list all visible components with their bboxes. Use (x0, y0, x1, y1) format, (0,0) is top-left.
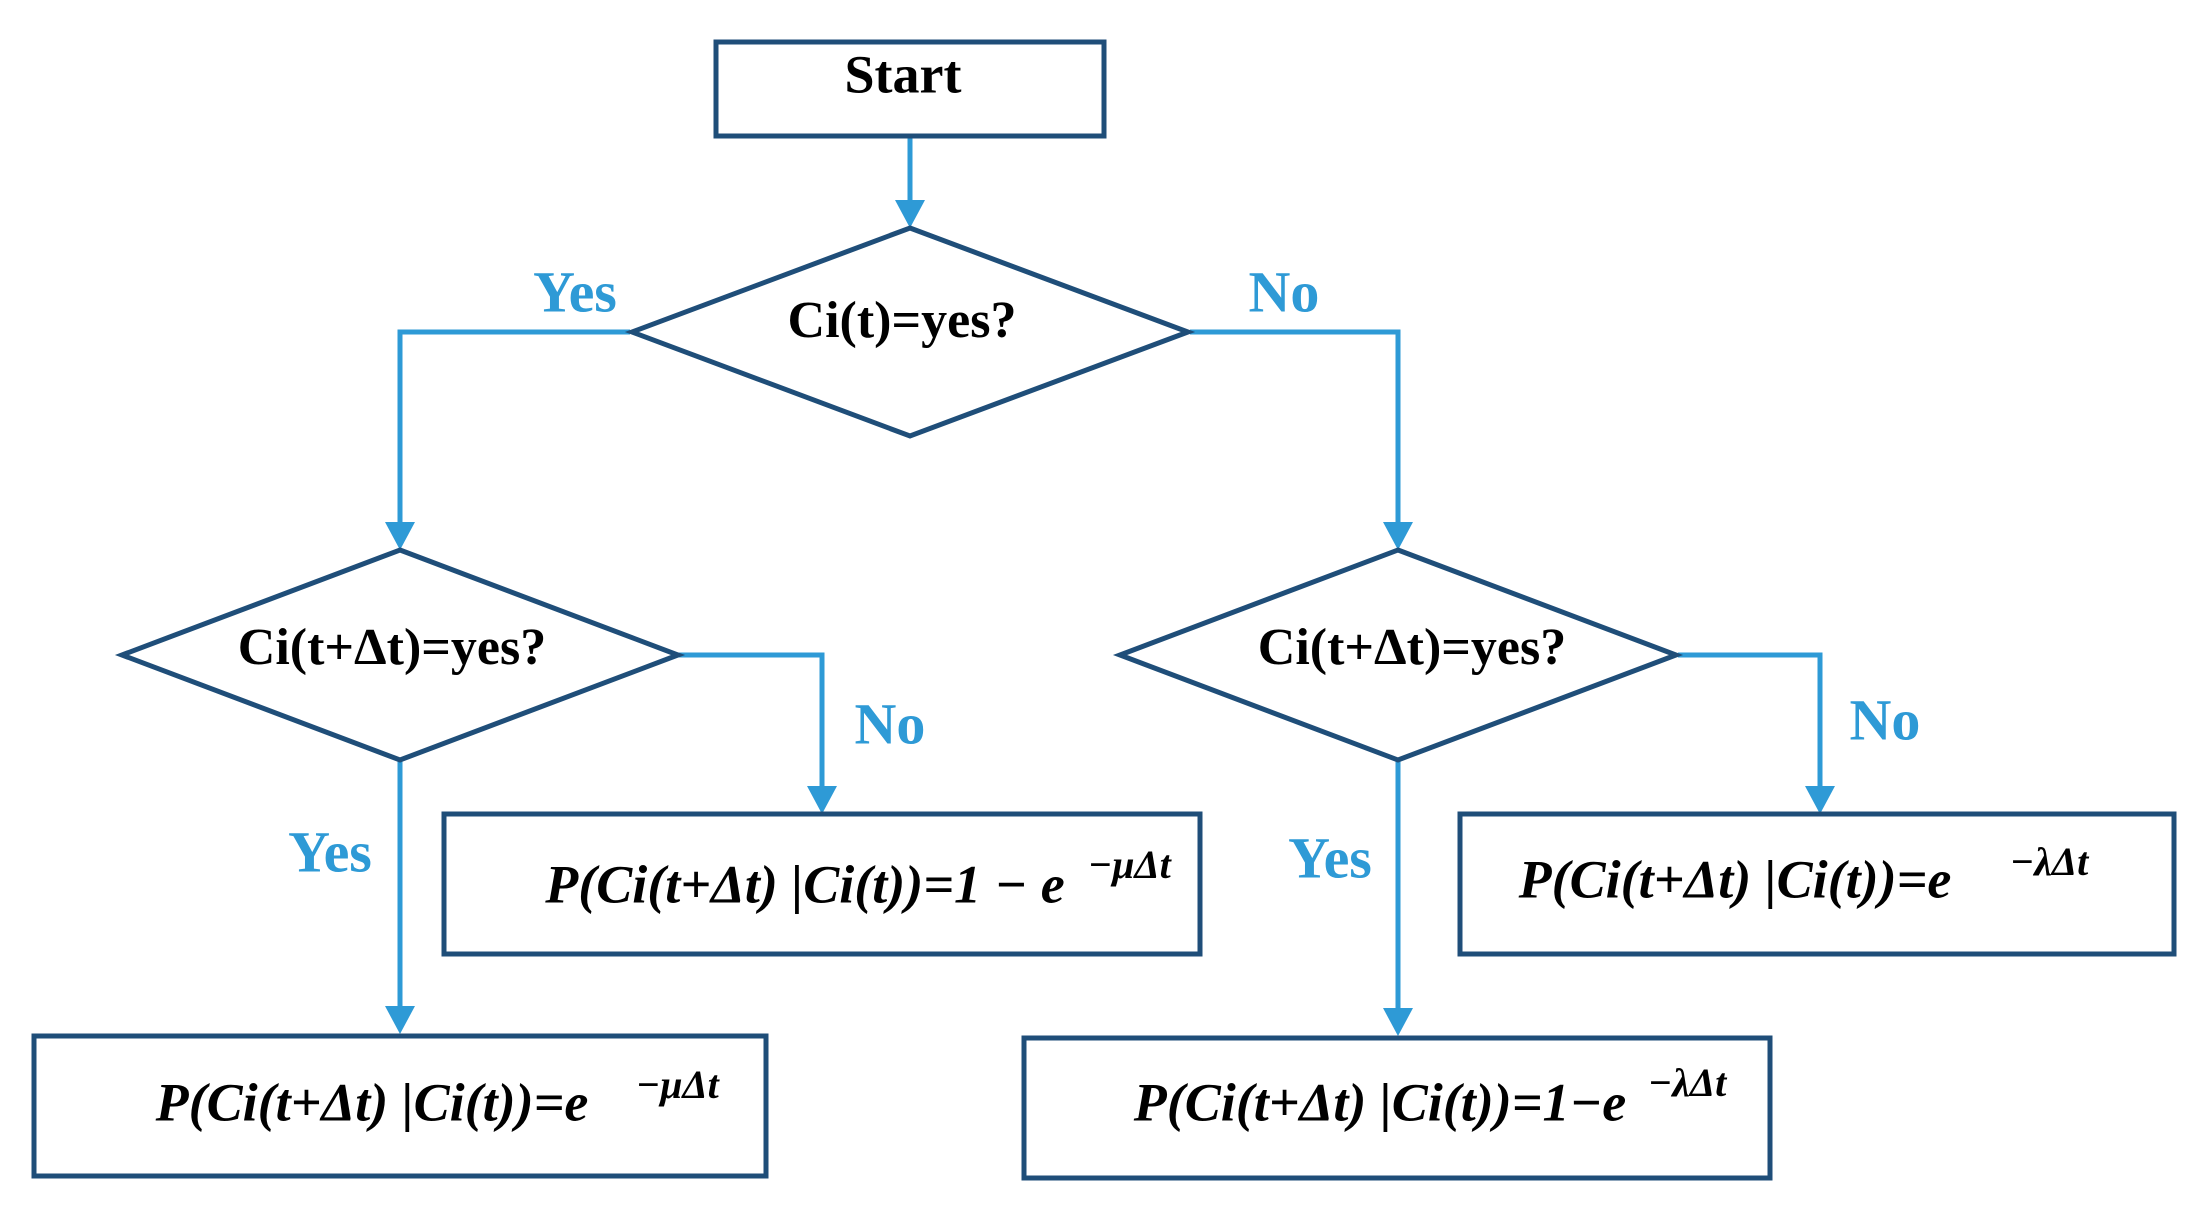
decision-left: Ci(t+Δt)=yes? (114, 547, 686, 763)
result-right-yes-exponent: −λΔt (1648, 1060, 1728, 1105)
edge-left-no (678, 652, 825, 792)
arrowhead-icon (1383, 522, 1413, 550)
result-right-yes: P(Ci(t+Δt) |Ci(t))=1−e −λΔt (1021, 1035, 1773, 1181)
label-top-no: No (1249, 259, 1320, 324)
result-left-yes-exponent: −μΔt (636, 1062, 721, 1107)
start-node: Start (713, 39, 1107, 139)
arrowhead-icon (895, 200, 925, 228)
edge-right-no (1678, 652, 1823, 792)
label-right-yes: Yes (1288, 825, 1372, 890)
decision-top-label: Ci(t)=yes? (788, 292, 1017, 349)
label-top-yes: Yes (533, 259, 617, 324)
result-left-no: P(Ci(t+Δt) |Ci(t))=1 − e −μΔt (441, 811, 1203, 957)
label-left-no: No (855, 691, 926, 756)
start-label: Start (845, 44, 962, 104)
result-left-no-exponent: −μΔt (1088, 842, 1173, 887)
edge-top-yes (397, 329, 630, 528)
result-right-no: P(Ci(t+Δt) |Ci(t))=e −λΔt (1457, 811, 2177, 957)
result-left-yes-formula: P(Ci(t+Δt) |Ci(t))=e (155, 1072, 589, 1132)
arrowhead-icon (807, 786, 837, 814)
arrowhead-icon (1383, 1008, 1413, 1036)
label-right-no: No (1850, 687, 1921, 752)
arrowhead-icon (1805, 786, 1835, 814)
decision-top: Ci(t)=yes? (624, 225, 1196, 439)
result-right-yes-formula: P(Ci(t+Δt) |Ci(t))=1−e (1133, 1072, 1626, 1132)
result-right-no-formula: P(Ci(t+Δt) |Ci(t))=e (1518, 849, 1952, 909)
edge-top-no (1190, 329, 1401, 528)
result-left-yes: P(Ci(t+Δt) |Ci(t))=e −μΔt (31, 1033, 769, 1179)
decision-left-label: Ci(t+Δt)=yes? (238, 619, 546, 676)
edge-labels: Yes No Yes No Yes No (288, 259, 1920, 890)
arrowhead-icon (385, 1006, 415, 1034)
decision-right: Ci(t+Δt)=yes? (1112, 547, 1684, 763)
connectors (385, 136, 1835, 1036)
result-right-no-exponent: −λΔt (2010, 839, 2090, 884)
arrowhead-icon (385, 522, 415, 550)
result-left-no-formula: P(Ci(t+Δt) |Ci(t))=1 − e (544, 854, 1064, 914)
decision-right-label: Ci(t+Δt)=yes? (1258, 619, 1566, 676)
label-left-yes: Yes (288, 819, 372, 884)
